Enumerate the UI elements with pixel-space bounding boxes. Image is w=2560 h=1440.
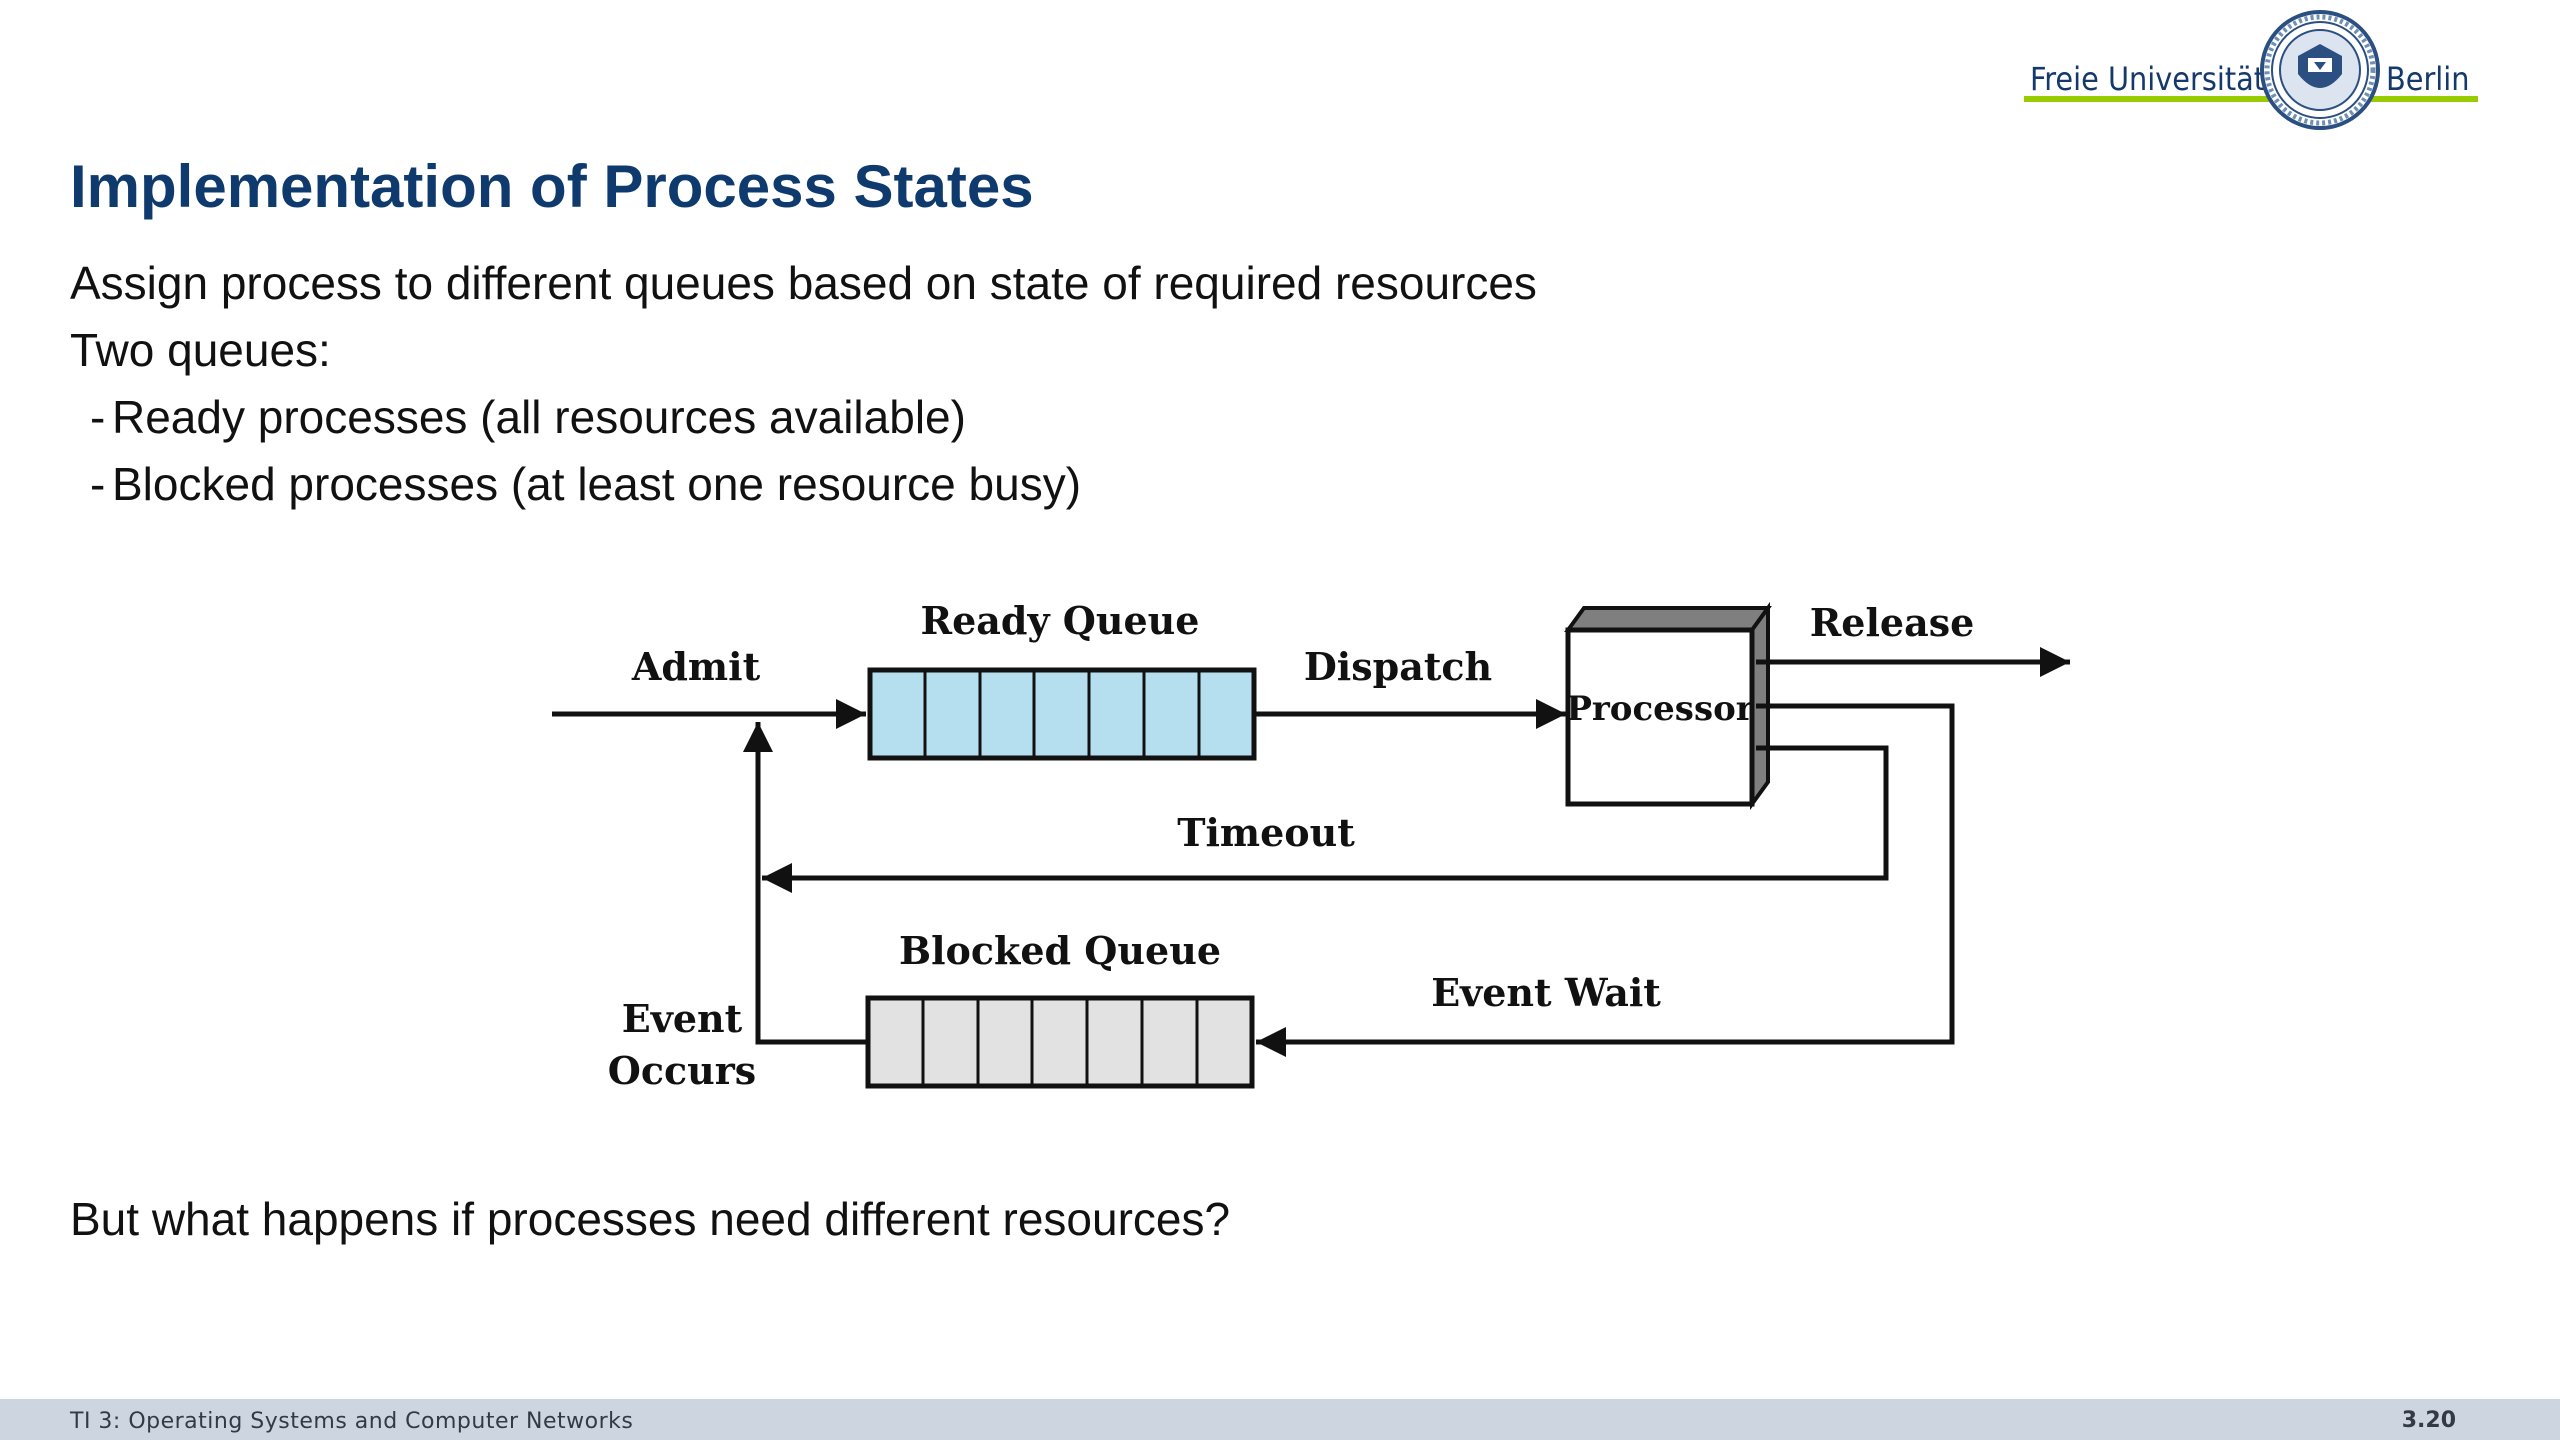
body-line-two-queues: Two queues:	[70, 324, 331, 376]
processor-box	[1565, 627, 1755, 807]
closing-question: But what happens if processes need diffe…	[70, 1193, 1231, 1245]
processor-box-top	[1564, 606, 1772, 632]
timeout-arrow	[762, 745, 1889, 893]
event-occurs-label-line1: Event	[622, 996, 743, 1041]
release-label: Release	[1810, 600, 1975, 645]
ready-queue-label: Ready Queue	[921, 598, 1200, 643]
bullet-dash: -	[90, 391, 106, 443]
admit-label: Admit	[631, 644, 761, 689]
blocked-queue-slots	[921, 998, 1199, 1086]
timeout-label: Timeout	[1177, 810, 1355, 855]
slide-title: Implementation of Process States	[70, 153, 1034, 220]
blocked-queue-label: Blocked Queue	[899, 928, 1221, 973]
process-queue-diagram: Admit Ready Queue Dispatch Processor Rel…	[552, 598, 2070, 1093]
logo-underline	[2024, 96, 2478, 102]
ready-queue-slots	[923, 670, 1201, 758]
bullet-dash: -	[90, 458, 106, 510]
event-occurs-label-line2: Occurs	[608, 1048, 756, 1093]
bullet-ready-text: Ready processes (all resources available…	[112, 391, 966, 443]
logo-text-left: Freie Universität	[2030, 60, 2266, 98]
footer-course: TI 3: Operating Systems and Computer Net…	[70, 1409, 634, 1434]
blocked-queue-box	[865, 995, 1255, 1089]
footer-bar: TI 3: Operating Systems and Computer Net…	[0, 1399, 2560, 1440]
bullet-ready: -Ready processes (all resources availabl…	[90, 390, 966, 444]
event-wait-label: Event Wait	[1431, 970, 1661, 1015]
logo-text-right: Berlin	[2386, 60, 2470, 98]
dispatch-label: Dispatch	[1304, 644, 1492, 689]
university-logo: Freie Universität Berlin	[2020, 8, 2480, 138]
processor-label: Processor	[1566, 689, 1754, 729]
ready-queue-box	[867, 667, 1257, 761]
body-line-queues-intro: Assign process to different queues based…	[70, 257, 1537, 309]
event-wait-arrow	[1256, 703, 1955, 1057]
event-occurs-arrow	[743, 722, 868, 1045]
footer-page-number: 3.20	[2401, 1408, 2456, 1433]
bullet-blocked-text: Blocked processes (at least one resource…	[112, 458, 1082, 510]
university-seal-icon	[2260, 10, 2380, 130]
bullet-blocked: -Blocked processes (at least one resourc…	[90, 457, 1081, 511]
